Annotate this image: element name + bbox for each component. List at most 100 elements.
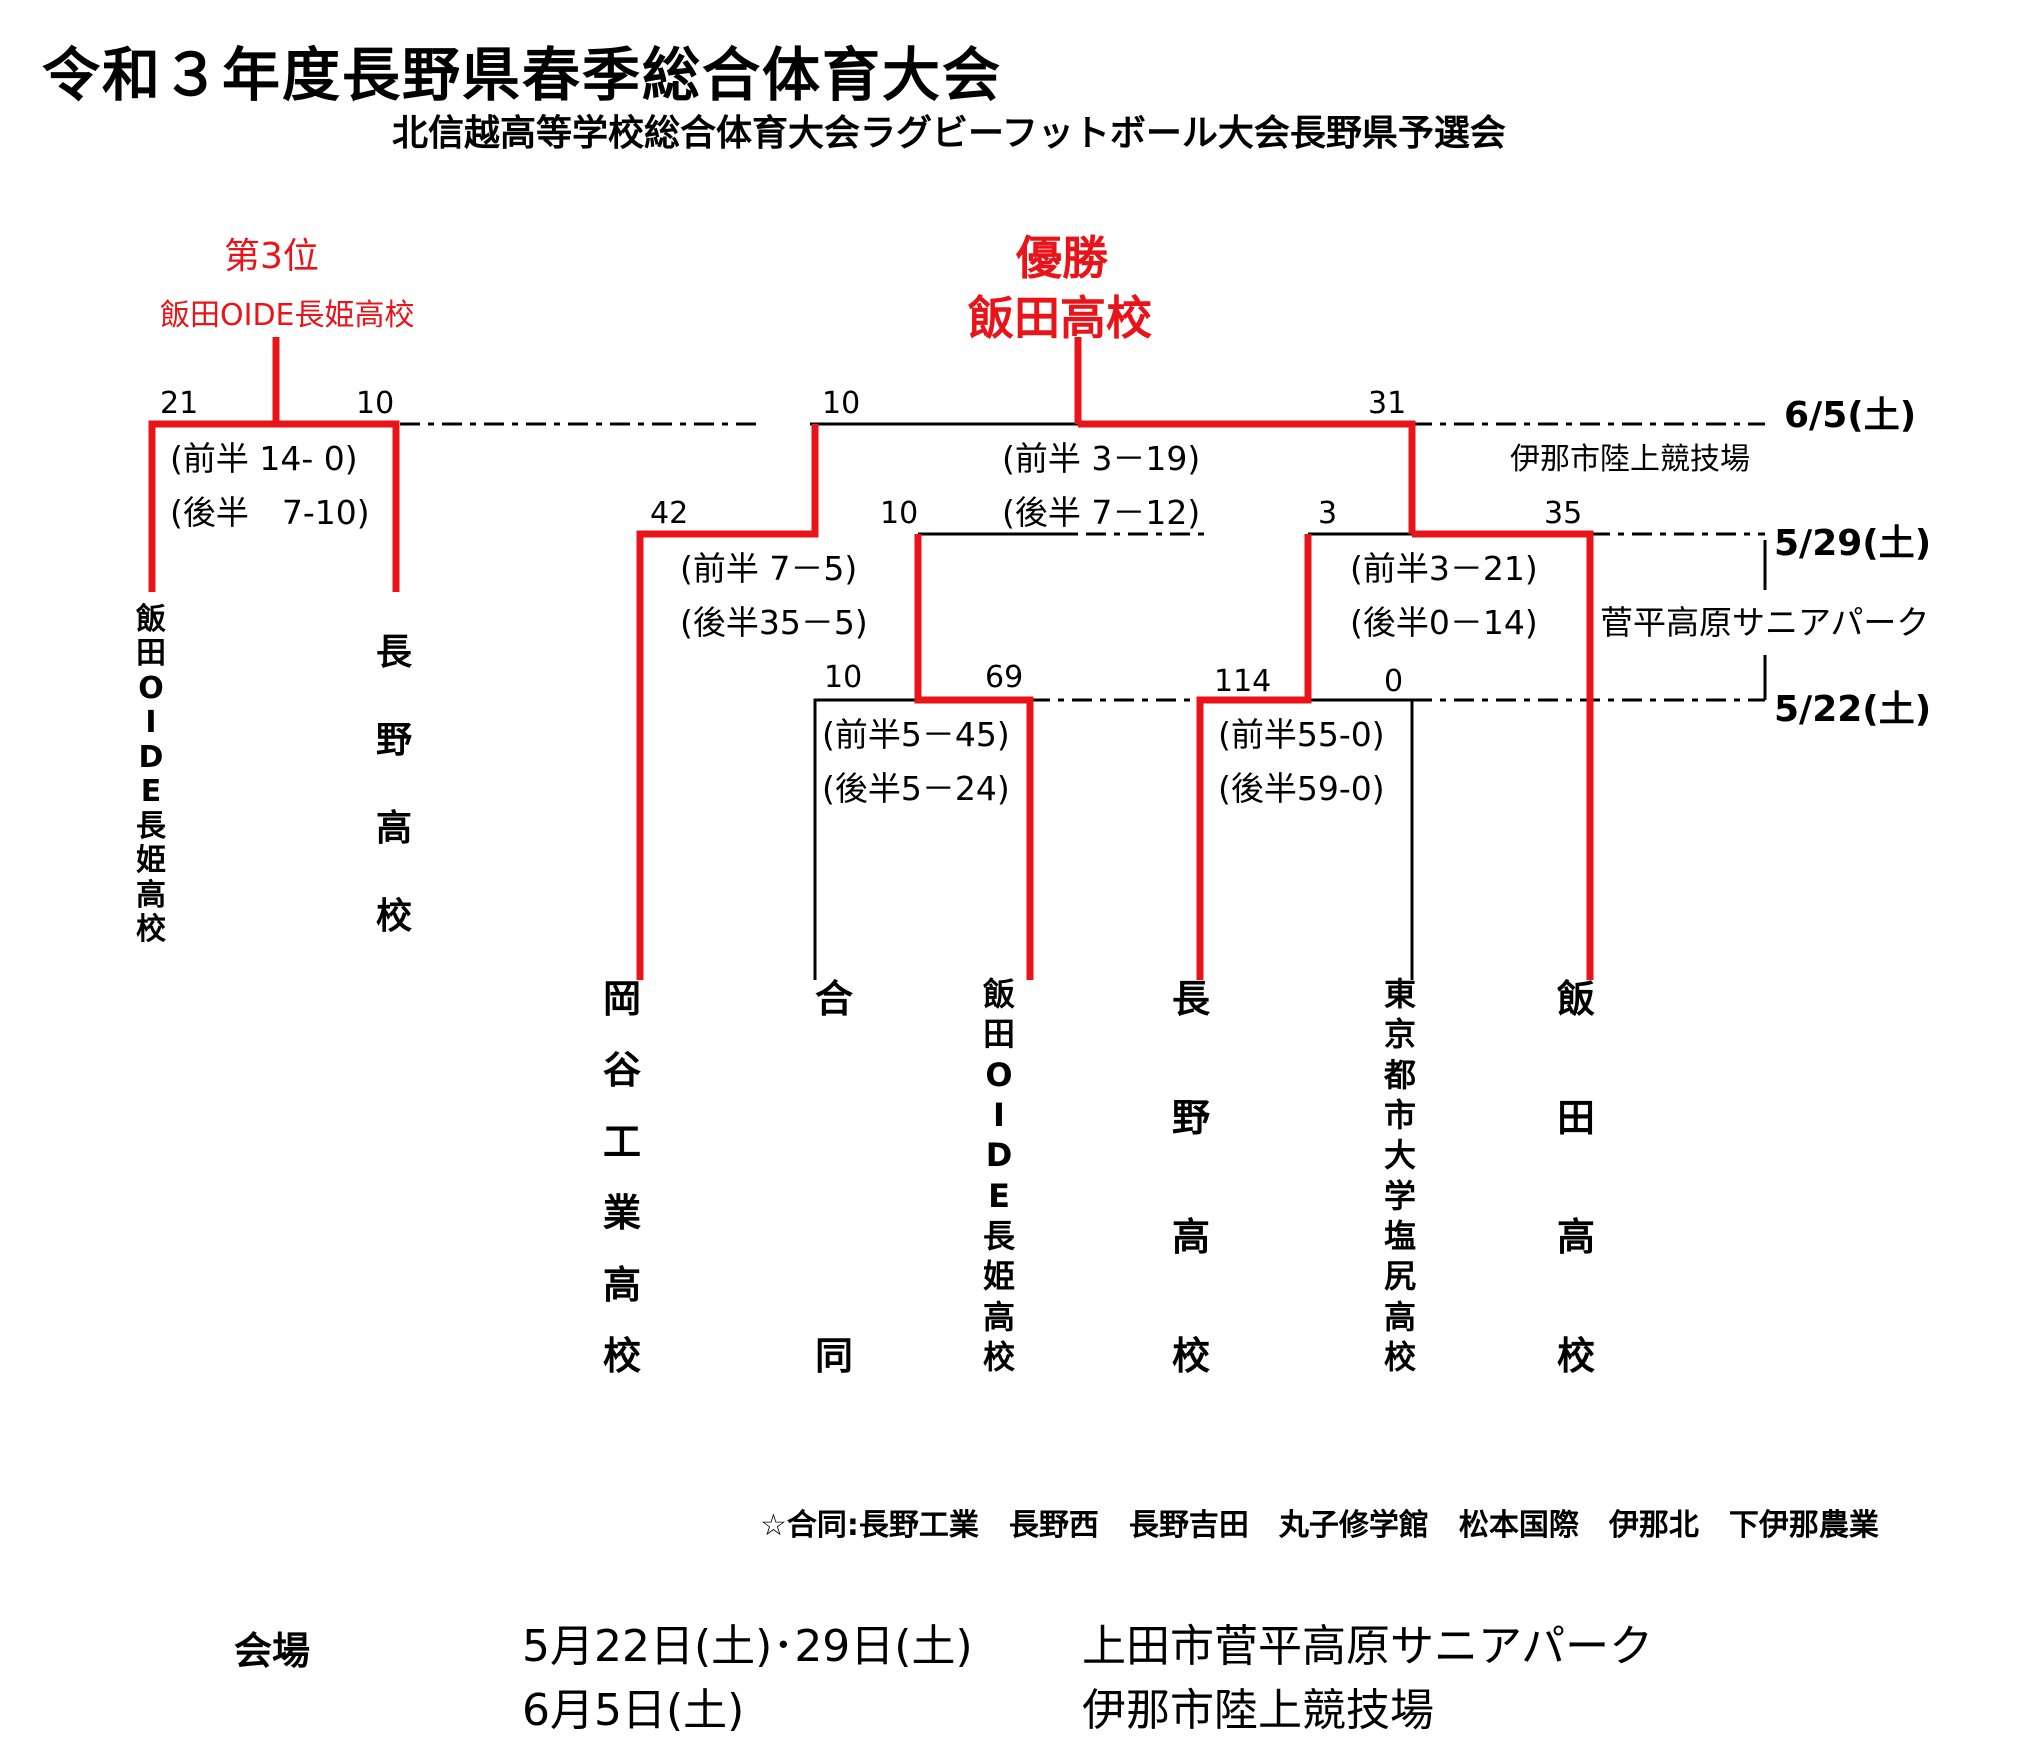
semi-right-first-half: (前半3－21) <box>1350 549 1538 588</box>
team-name-char: 校 <box>983 1337 1016 1376</box>
final-right-path <box>1078 420 1416 534</box>
team-name-char: 大 <box>1384 1136 1417 1175</box>
team-name-char: 長 <box>983 1216 1016 1255</box>
team-name-char: 田 <box>1557 1096 1596 1140</box>
semi-left-score-left: 42 <box>650 496 689 531</box>
venue-label: 会場 <box>234 1629 311 1673</box>
team-name-char: 東 <box>1384 975 1417 1013</box>
venue-final: 伊那市陸上競技場 <box>1510 442 1750 477</box>
team-name-char: 同 <box>815 1334 854 1378</box>
page-title: 令和３年度長野県春季総合体育大会 <box>42 41 1003 109</box>
team-name-char: D <box>138 739 164 775</box>
team-name-char: 高 <box>136 877 166 913</box>
venue-row2-dates: 6月5日(土) <box>522 1685 745 1736</box>
team-okaya: 岡谷工業高校 <box>603 980 641 1375</box>
team-name-char: 姫 <box>983 1257 1016 1296</box>
third-first-half: (前半 14- 0) <box>170 439 358 478</box>
team-name-char: 学 <box>1384 1176 1417 1215</box>
final-first-half: (前半 3－19) <box>1002 439 1201 478</box>
third-second-half: (後半 7-10) <box>170 493 370 532</box>
team-name-char: 姫 <box>136 843 166 879</box>
team-name-char: 野 <box>1172 1096 1211 1140</box>
team-name-char: 校 <box>136 911 166 947</box>
qf-right-first-half: (前半55-0) <box>1218 715 1385 754</box>
final-second-half: (後半 7－12) <box>1002 493 1201 532</box>
team-name-char: 田 <box>136 636 166 672</box>
team-name-char: O <box>985 1055 1013 1094</box>
qf-left-first-half: (前半5－45) <box>822 715 1010 754</box>
semi-right-second-half: (後半0－14) <box>1350 603 1538 642</box>
qf-right-winner-path <box>1196 534 1312 980</box>
team-name-char: 高 <box>1557 1215 1596 1259</box>
joint-note: ☆合同:長野工業 長野西 長野吉田 丸子修学館 松本国際 伊那北 下伊那農業 <box>760 1508 1879 1543</box>
team-name-char: 長 <box>136 808 166 844</box>
team-name-char: 長 <box>376 632 413 673</box>
team-name-char: 谷 <box>603 1048 642 1093</box>
venue-row2-place: 伊那市陸上競技場 <box>1082 1685 1434 1736</box>
venue-row1-place: 上田市菅平高原サニアパーク <box>1082 1621 1654 1672</box>
team-name-char: 岡 <box>603 977 642 1021</box>
qf-left-score-left: 10 <box>824 660 863 695</box>
team-name-char: 田 <box>983 1015 1016 1054</box>
team-name-char: 合 <box>815 977 854 1021</box>
losing-lines <box>810 422 1414 980</box>
third-score-left: 21 <box>160 386 199 421</box>
semi-right-path <box>1412 530 1594 980</box>
team-iida: 飯田高校 <box>1557 980 1595 1375</box>
team-name-char: 校 <box>603 1333 642 1378</box>
qf-left-second-half: (後半5－24) <box>822 769 1010 808</box>
team-name-char: 長 <box>1172 977 1211 1021</box>
team-name-char: 飯 <box>136 602 166 637</box>
champion-team: 飯田高校 <box>968 291 1152 345</box>
team-nagano: 長野高校 <box>1172 980 1210 1375</box>
champion-label: 優勝 <box>1016 231 1108 285</box>
team-name-char: 都 <box>1384 1055 1417 1094</box>
team-name-char: 高 <box>1172 1215 1211 1259</box>
third-match-bar <box>148 420 400 592</box>
team-name-char: 工 <box>603 1119 642 1164</box>
third-score-right: 10 <box>356 386 395 421</box>
team-name-char: 校 <box>376 896 413 937</box>
venue-row1-dates: 5月22日(土)･29日(土) <box>522 1621 973 1672</box>
team-name-char: 野 <box>376 720 413 761</box>
team-name-char: 高 <box>376 808 413 849</box>
qf-left-winner-path <box>914 534 1034 980</box>
qf-right-right-branch <box>1308 698 1414 980</box>
team-name-char: 塩 <box>1384 1216 1417 1255</box>
team-name-char: 校 <box>1172 1334 1211 1378</box>
date-final: 6/5(土) <box>1784 395 1917 436</box>
semi-right-score-left: 3 <box>1318 496 1338 531</box>
team-tokyo-toshi: 東京都市大学塩尻高校 <box>1384 978 1416 1373</box>
qf-right-score-right: 0 <box>1384 664 1404 699</box>
team-third-right: 長野高校 <box>376 635 412 935</box>
team-name-char: 校 <box>1384 1337 1417 1376</box>
qf-left-left-branch <box>813 698 918 980</box>
qf-left-score-right: 69 <box>985 660 1024 695</box>
final-score-right: 31 <box>1368 386 1407 421</box>
team-name-char: O <box>138 670 164 706</box>
semi-left-first-half: (前半 7－5) <box>680 549 858 588</box>
team-name-char: I <box>145 705 157 741</box>
team-name-char: 尻 <box>1384 1257 1417 1296</box>
team-name-char: 業 <box>603 1191 642 1236</box>
semi-right-score-right: 35 <box>1544 496 1583 531</box>
team-name-char: 高 <box>983 1297 1016 1336</box>
third-place-team: 飯田OIDE長姫高校 <box>160 298 415 333</box>
team-name-char: I <box>993 1095 1005 1134</box>
team-name-char: 高 <box>1384 1297 1417 1336</box>
venue-semi: 菅平高原サニアパーク <box>1600 603 1930 642</box>
team-name-char: 京 <box>1384 1015 1417 1054</box>
third-place-label: 第3位 <box>224 236 319 277</box>
team-name-char: 市 <box>1384 1095 1417 1134</box>
team-name-char: D <box>985 1136 1013 1175</box>
final-left-path <box>636 424 819 980</box>
team-name-char: 校 <box>1557 1334 1596 1378</box>
team-name-char: E <box>140 774 162 810</box>
page-subtitle: 北信越高等学校総合体育大会ラグビーフットボール大会長野県予選会 <box>392 113 1506 154</box>
final-score-left: 10 <box>822 386 861 421</box>
team-name-char: 飯 <box>983 975 1016 1013</box>
team-name-char: 飯 <box>1557 977 1596 1021</box>
winning-lines <box>148 337 1594 980</box>
